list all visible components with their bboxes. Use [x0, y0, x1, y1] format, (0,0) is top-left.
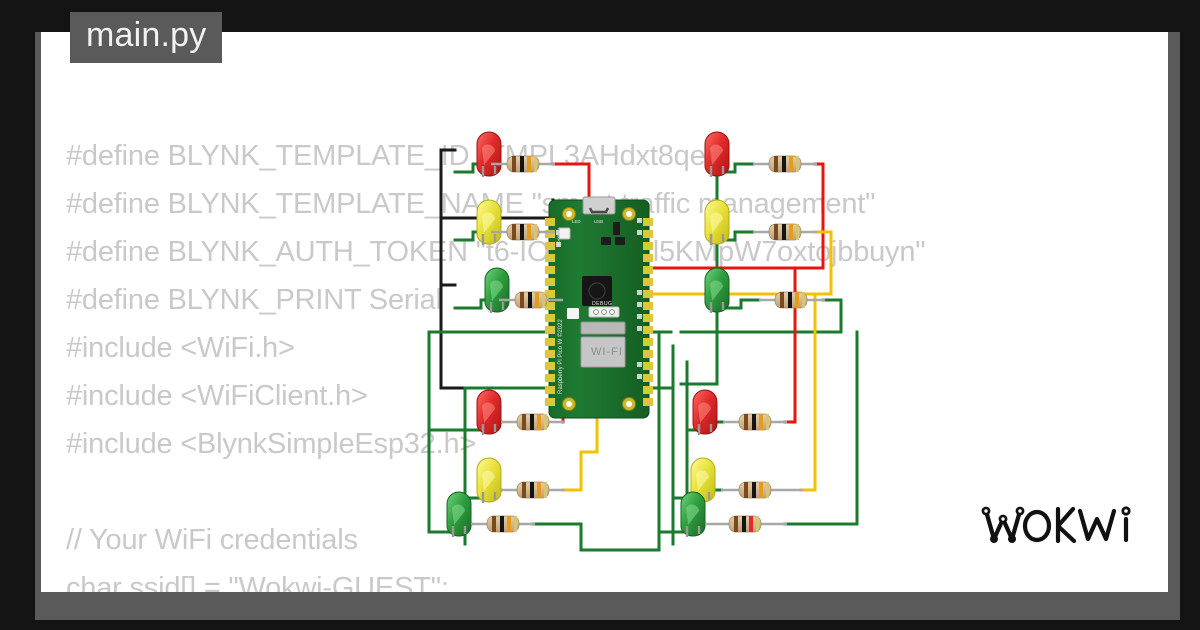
svg-text:DEBUG: DEBUG [592, 301, 612, 307]
led-group-bottom-right [680, 389, 803, 537]
circuit-diagram: LED USB BOOTSEL DEBUG WI-FI Raspberry Pi… [41, 32, 1168, 592]
wokwi-logo [980, 499, 1140, 556]
file-tab-main-py[interactable]: main.py [70, 12, 223, 63]
svg-text:WI-FI: WI-FI [591, 346, 623, 358]
pico-board: LED USB BOOTSEL DEBUG WI-FI Raspberry Pi… [545, 196, 653, 419]
file-tab-label: main.py [86, 16, 207, 54]
svg-text:Raspberry Pi Pico W ©2022: Raspberry Pi Pico W ©2022 [557, 319, 564, 394]
led-group-bottom-left [446, 389, 565, 537]
svg-text:USB: USB [594, 219, 603, 224]
led-group-top-right [704, 131, 825, 313]
svg-text:BOOTSEL: BOOTSEL [556, 226, 561, 246]
diagram-canvas[interactable]: #define BLYNK_TEMPLATE_ID "TMPL3AHdxt8qe… [41, 32, 1168, 592]
svg-text:LED: LED [572, 219, 581, 224]
led-group-top-left [476, 131, 563, 313]
